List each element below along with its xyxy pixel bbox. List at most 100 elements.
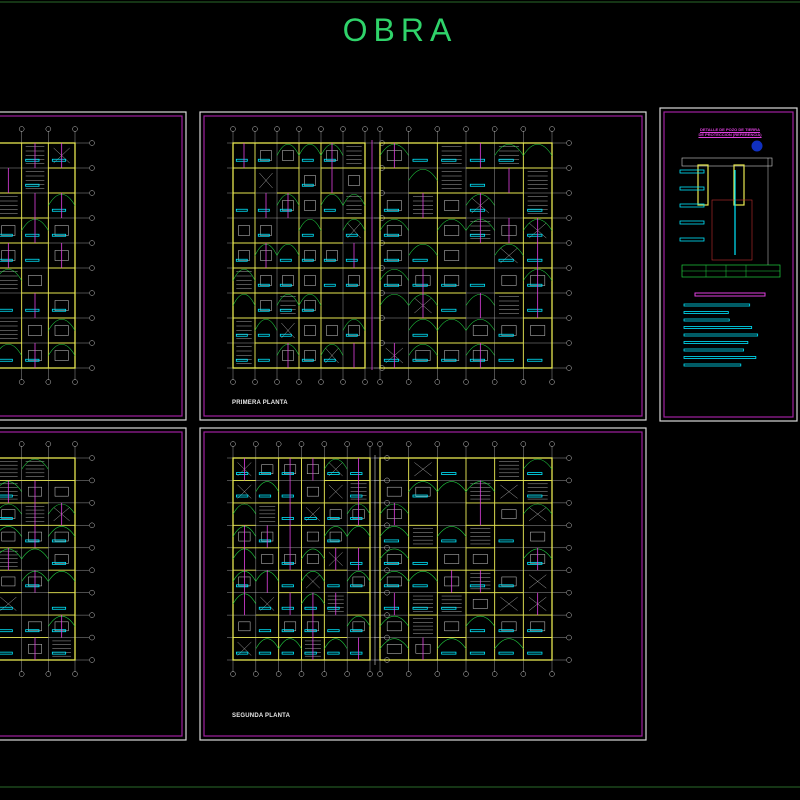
sheet-segunda-planta-outer-border [199, 427, 647, 741]
segunda-right-plan-annotation-text [412, 561, 428, 565]
formula-text [683, 318, 730, 322]
segunda-right-plan-axis-bubble [520, 671, 527, 677]
left-bottom-plan-furniture [1, 509, 16, 519]
segunda-right-plan-furniture [444, 621, 460, 632]
segunda-left-plan-furniture [329, 531, 342, 542]
primera-right-plan-furniture [415, 350, 431, 361]
left-bottom-plan-circuit-arc [21, 548, 49, 560]
segunda-left-plan-annotation-text [304, 629, 317, 633]
segunda-right-plan-circuit-arc [408, 571, 438, 582]
segunda-left-plan-annotation-text [350, 517, 363, 520]
segunda-left-plan-circuit-arc [232, 503, 257, 515]
segunda-left-plan-annotation-text [281, 651, 294, 655]
segunda-right-plan-axis-bubble [434, 671, 441, 677]
left-top-plan-annotation-text [51, 208, 67, 212]
left-top-plan-annotation-text [51, 158, 67, 162]
primera-left-plan-annotation-text [323, 208, 336, 212]
primera-right-plan-annotation-text [527, 208, 543, 212]
primera-right-plan-furniture [386, 200, 402, 211]
primera-left-plan-annotation-text [301, 358, 314, 362]
left-top-plan-annotation-text [25, 308, 40, 312]
segunda-right-plan-axis-bubble [377, 671, 383, 677]
left-bottom-plan-axis-bubble [89, 634, 95, 641]
segunda-right-plan-axis-bubble [566, 589, 572, 596]
segunda-right-plan-circuit-arc [523, 503, 553, 515]
primera-left-plan-annotation-text [257, 208, 270, 212]
left-top-plan-axis-bubble [89, 140, 95, 146]
primera-right-plan-circuit-arc [437, 318, 467, 331]
segunda-left-plan-annotation-text [350, 584, 363, 588]
primera-right-plan-void-cross [500, 247, 518, 264]
primera-left-plan-circuit-arc [342, 318, 366, 331]
left-top-plan-axis-bubble [89, 265, 95, 271]
primera-right-plan-circuit-arc [408, 343, 438, 356]
primera-left-plan-annotation-text [301, 308, 314, 312]
primera-right-plan-annotation-text [469, 233, 486, 237]
segunda-left-plan-annotation-text [327, 584, 340, 588]
sheet-left-top-outer-border [0, 111, 187, 421]
primera-right-plan-axis-bubble [566, 265, 572, 271]
left-top-plan-axis-bubble [89, 315, 95, 321]
segunda-right-plan-axis-bubble [566, 455, 572, 461]
detail-title-line1: DETALLE DE POZO DE TIERRA [700, 127, 760, 132]
primera-left-plan-annotation-text [279, 308, 292, 312]
primera-right-plan-annotation-text [441, 358, 457, 362]
segunda-right-plan-annotation-text [469, 584, 486, 588]
primera-right-plan-axis-bubble [463, 379, 469, 385]
segunda-left-plan-furniture [261, 554, 274, 564]
segunda-left-plan-circuit-arc [278, 638, 302, 649]
segunda-left-plan-furniture [284, 621, 297, 632]
segunda-left-plan-void-cross [328, 462, 343, 477]
left-top-plan-annotation-text [51, 308, 67, 312]
primera-left-plan-circuit-arc [320, 193, 344, 206]
primera-left-plan-furniture [260, 275, 272, 286]
segunda-left-plan-annotation-text [258, 472, 272, 475]
segunda-right-plan-annotation-text [412, 606, 428, 610]
segunda-left-plan-furniture [352, 576, 365, 587]
segunda-right-plan-axis-bubble [520, 441, 527, 447]
sheet-segunda-planta-inner-border [203, 431, 643, 737]
left-bottom-plan-axis-bubble [72, 441, 78, 447]
primera-left-plan-void-cross [325, 347, 339, 364]
left-bottom-plan-annotation-text [25, 629, 40, 633]
primera-left-plan-furniture [304, 300, 316, 311]
primera-left-plan-axis-bubble [362, 126, 368, 132]
segunda-left-plan-annotation-text [327, 651, 340, 655]
primera-right-plan-axis-bubble [520, 379, 527, 385]
segunda-right-plan-annotation-text [441, 539, 457, 543]
segunda-left-plan-furniture [238, 621, 251, 632]
primera-left-plan-furniture [304, 250, 316, 261]
primera-right-plan-annotation-text [527, 258, 543, 262]
left-top-plan-furniture [54, 225, 69, 236]
segunda-left-plan-axis-bubble [275, 441, 282, 447]
segunda-right-plan-circuit-arc [523, 458, 553, 470]
left-bottom-plan-void-cross [0, 597, 17, 611]
primera-right-plan-axis-bubble [491, 126, 498, 132]
primera-right-plan-circuit-arc [379, 218, 409, 231]
primera-right-plan-furniture [501, 275, 517, 286]
segunda-left-plan-circuit-arc [346, 615, 371, 627]
left-bottom-plan-axis-bubble [18, 441, 25, 447]
left-top-plan-annotation-text [0, 233, 13, 237]
primera-right-plan-annotation-text [441, 283, 457, 287]
primera-right-plan-furniture [444, 275, 460, 286]
primera-right-plan-furniture [472, 325, 488, 336]
primera-planta-label: PRIMERA PLANTA [232, 400, 288, 406]
segunda-right-plan-axis-bubble [491, 441, 498, 447]
primera-right-plan-axis-bubble [566, 140, 572, 146]
segunda-left-plan-axis-bubble [253, 671, 259, 677]
segunda-right-plan-annotation-text [527, 494, 543, 498]
primera-right-plan-furniture [444, 350, 460, 361]
segunda-right-plan-axis-bubble [566, 545, 572, 551]
segunda-right-plan-circuit-arc [437, 638, 467, 649]
segunda-left-plan-circuit-arc [324, 526, 348, 537]
left-bottom-plan-furniture [1, 576, 16, 587]
segunda-left-plan-axis-bubble [321, 441, 328, 447]
primera-left-plan-axis-bubble [296, 126, 302, 132]
segunda-left-plan-annotation-text [327, 539, 340, 543]
primera-left-plan-furniture [326, 325, 338, 336]
primera-left-plan-circuit-arc [232, 293, 256, 306]
segunda-left-plan-furniture [329, 509, 342, 519]
detail-annotation-text [679, 203, 705, 208]
primera-right-plan-furniture [386, 250, 402, 261]
